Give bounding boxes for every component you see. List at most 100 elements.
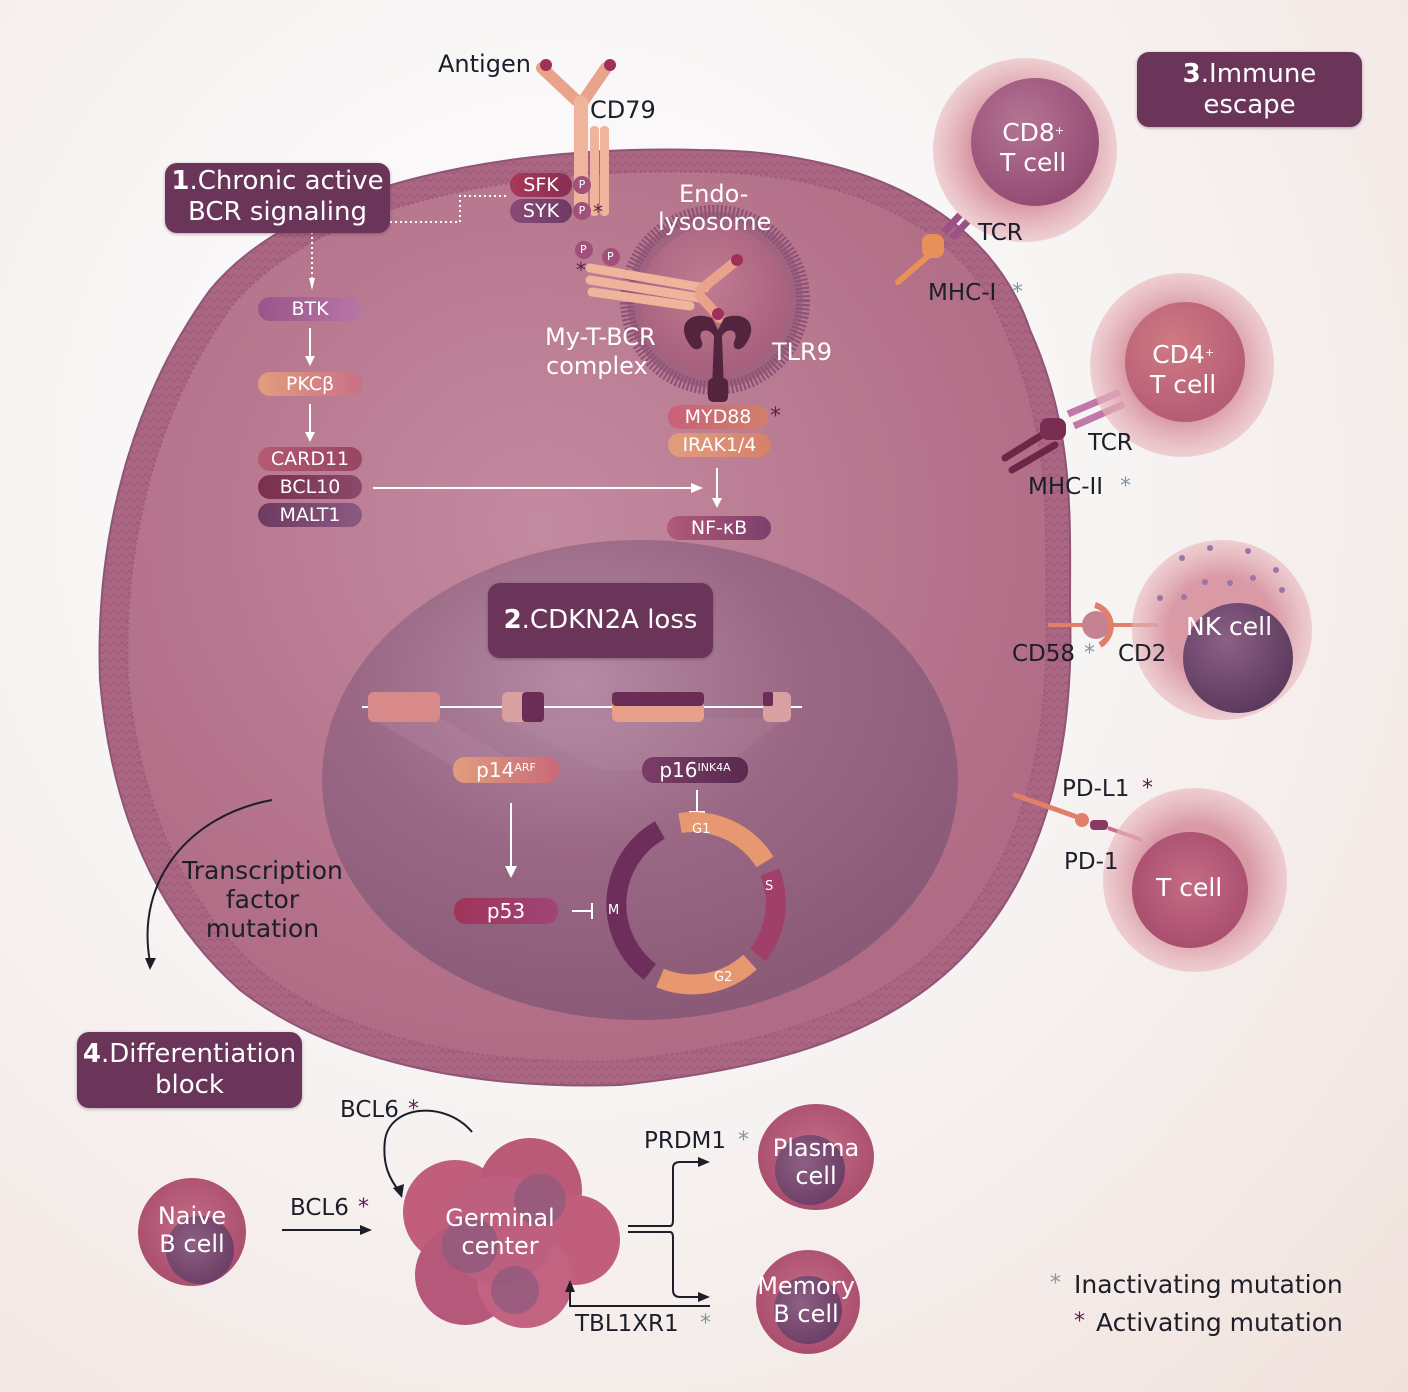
internal-activating-star: * [576, 258, 586, 282]
bcl10-pill: BCL10 [258, 475, 362, 499]
bcl6-loop-label: BCL6 [340, 1097, 399, 1123]
malt1-pill: MALT1 [258, 503, 362, 527]
memory-b-cell-graphic [756, 1250, 860, 1354]
mhc2-label: MHC-II [1028, 474, 1104, 500]
p16-superscript: INK4A [697, 761, 731, 774]
bcr-pathway-arrows [305, 195, 722, 508]
section-4-title: .Differentiation [100, 1039, 297, 1069]
btk-label: BTK [291, 298, 329, 320]
section-1-subtitle: BCR signaling [188, 197, 367, 227]
section-4-box: 4.Differentiation block [77, 1032, 302, 1108]
antigen-dot [540, 59, 552, 71]
cd8-text: CD8 [1002, 118, 1055, 147]
internal-p2: P [607, 250, 614, 263]
tlr9-receptor [683, 315, 752, 402]
mhc1-label: MHC-I [928, 280, 997, 306]
tf-line-3: mutation [205, 914, 320, 943]
syk-activating-star: * [593, 200, 603, 224]
bcl6-arrow-label: BCL6 [290, 1195, 349, 1221]
naive-b-cell-graphic [138, 1178, 246, 1286]
phase-s-label: S [765, 879, 774, 894]
cd2-label: CD2 [1118, 641, 1167, 667]
pdl1-activating-star: * [1142, 776, 1153, 801]
plasma-cell-graphic [758, 1104, 874, 1210]
mhc1-inactivating-star: * [1012, 280, 1023, 305]
p16-pill: p16INK4A [642, 757, 748, 783]
myd88-pill: MYD88 [668, 405, 768, 429]
cycle-m [606, 821, 666, 980]
memory-line-1: Memory [757, 1272, 855, 1300]
bcl10-label: BCL10 [279, 476, 341, 498]
tbl1xr1-label: TBL1XR1 [575, 1311, 679, 1337]
malt1-label: MALT1 [279, 504, 341, 526]
tbl1xr1-inactivating-star: * [700, 1311, 711, 1336]
naive-b-cell-label: Naive B cell [150, 1202, 234, 1258]
gc-line-1: Germinal [445, 1204, 555, 1232]
section-3-title: .Immune [1200, 59, 1317, 89]
sfk-pill: SFK [510, 173, 572, 197]
section-1-number: 1 [171, 166, 190, 196]
myd88-label: MYD88 [684, 406, 752, 428]
p14-label: p14 [476, 758, 515, 782]
plasma-cell-label: Plasma cell [766, 1134, 866, 1190]
legend-inactivating-star: * [1050, 1271, 1061, 1296]
t-cell-graphic [1103, 788, 1287, 972]
legend-activating-label: Activating mutation [1096, 1308, 1343, 1337]
p14-pill: p14ARF [453, 757, 559, 783]
section-1-box: 1.Chronic active BCR signaling [165, 163, 390, 233]
pdl1-label: PD-L1 [1062, 776, 1130, 802]
t-cell-label: T cell [1156, 873, 1223, 902]
germinal-center-label: Germinal center [438, 1204, 562, 1260]
endolysosome-label-1: Endo- [679, 180, 749, 208]
card11-label: CARD11 [270, 448, 350, 470]
mhc2-inactivating-star: * [1120, 474, 1131, 499]
mytbcr-label-2: complex [546, 352, 648, 380]
cell-cycle [606, 812, 786, 995]
btk-pill: BTK [258, 297, 362, 321]
cycle-g1 [678, 812, 774, 868]
antigen-label: Antigen [438, 50, 531, 78]
syk-label: SYK [522, 200, 560, 222]
transcription-factor-label: Transcription factor mutation [170, 856, 355, 943]
phase-g2-label: G2 [714, 970, 733, 985]
cd4-t-cell-label: CD4+ T cell [1150, 340, 1216, 400]
irak-label: IRAK1/4 [682, 434, 757, 456]
cd4-t-cell-graphic [1090, 273, 1274, 457]
phospho-syk: P [573, 202, 591, 220]
section-2-box: 2.CDKN2A loss [488, 583, 713, 658]
myd88-activating-star: * [770, 404, 781, 429]
cd8-cell-text: T cell [1000, 148, 1067, 177]
phase-m-label: M [608, 903, 620, 918]
section-2-title: .CDKN2A loss [521, 605, 698, 635]
tlr9-label: TLR9 [772, 338, 832, 366]
cd79-label: CD79 [590, 96, 656, 124]
prdm1-inactivating-star: * [738, 1128, 749, 1153]
card11-pill: CARD11 [258, 447, 362, 471]
pkcb-label: PKCβ [285, 373, 335, 395]
cd58-label: CD58 [1012, 641, 1076, 667]
section-4-subtitle: block [155, 1070, 224, 1100]
legend-inactivating-label: Inactivating mutation [1074, 1270, 1343, 1299]
section-3-number: 3 [1182, 59, 1201, 89]
sfk-label: SFK [523, 174, 559, 196]
germinal-center-graphic [403, 1138, 620, 1328]
tf-line-1: Transcription [182, 856, 343, 885]
phospho-label: P [578, 204, 586, 217]
plasma-line-1: Plasma [772, 1134, 860, 1162]
p53-pill: p53 [454, 898, 558, 924]
section-1-title: .Chronic active [189, 166, 384, 196]
internalized-bcr [575, 241, 743, 323]
nk-cell-label: NK cell [1186, 612, 1273, 641]
legend-activating-star: * [1074, 1309, 1085, 1334]
gc-line-2: center [461, 1232, 539, 1260]
prdm1-label: PRDM1 [644, 1128, 727, 1154]
pkcb-pill: PKCβ [258, 372, 362, 396]
section-2-number: 2 [503, 605, 522, 635]
cd4-cell-text: T cell [1150, 370, 1217, 399]
phospho-sfk: P [573, 176, 591, 194]
cd8-t-cell-label: CD8+ T cell [1000, 118, 1066, 178]
bcl6-arrow-activating-star: * [358, 1195, 369, 1220]
tf-line-2: factor [225, 885, 300, 914]
